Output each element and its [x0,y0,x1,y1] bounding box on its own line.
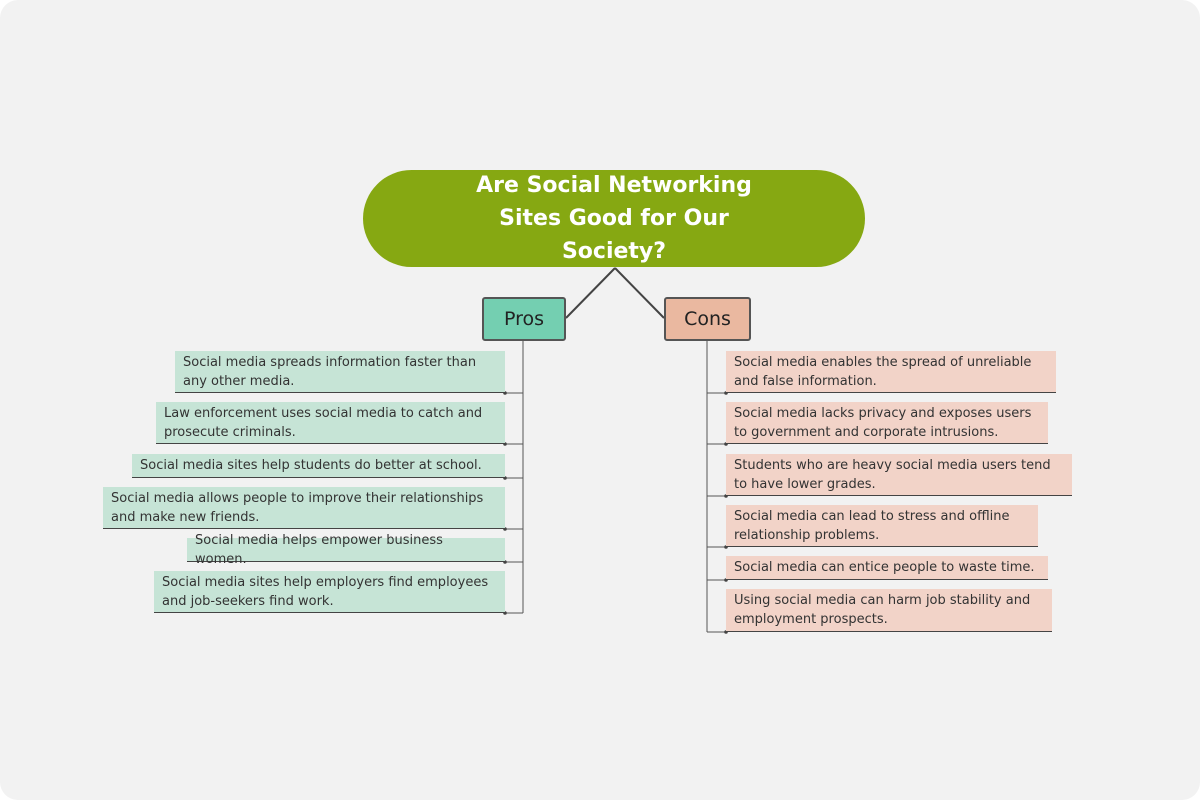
topic-to-pros-connector [565,267,616,319]
central-topic-text: Are Social Networking Sites Good for Our… [476,173,752,264]
topic-to-cons-connector [614,267,665,319]
con-item[interactable]: Social media can entice people to waste … [726,556,1048,580]
con-item[interactable]: Students who are heavy social media user… [726,454,1072,496]
pros-label: Pros [503,308,545,330]
cons-node[interactable]: Cons [664,297,751,341]
con-item[interactable]: Social media lacks privacy and exposes u… [726,402,1048,444]
cons-label: Cons [684,308,731,330]
central-topic[interactable]: Are Social Networking Sites Good for Our… [363,170,865,267]
pros-node[interactable]: Pros [482,297,566,341]
pro-item[interactable]: Social media spreads information faster … [175,351,505,393]
pro-item[interactable]: Social media helps empower business wome… [187,533,505,567]
con-item[interactable]: Social media enables the spread of unrel… [726,351,1056,393]
con-item[interactable]: Using social media can harm job stabilit… [726,589,1052,632]
pro-item[interactable]: Social media sites help students do bett… [132,454,505,478]
pro-item[interactable]: Social media sites help employers find e… [154,571,505,613]
pro-item[interactable]: Social media allows people to improve th… [103,487,505,529]
pro-item[interactable]: Law enforcement uses social media to cat… [156,402,505,444]
con-item[interactable]: Social media can lead to stress and offl… [726,505,1038,547]
